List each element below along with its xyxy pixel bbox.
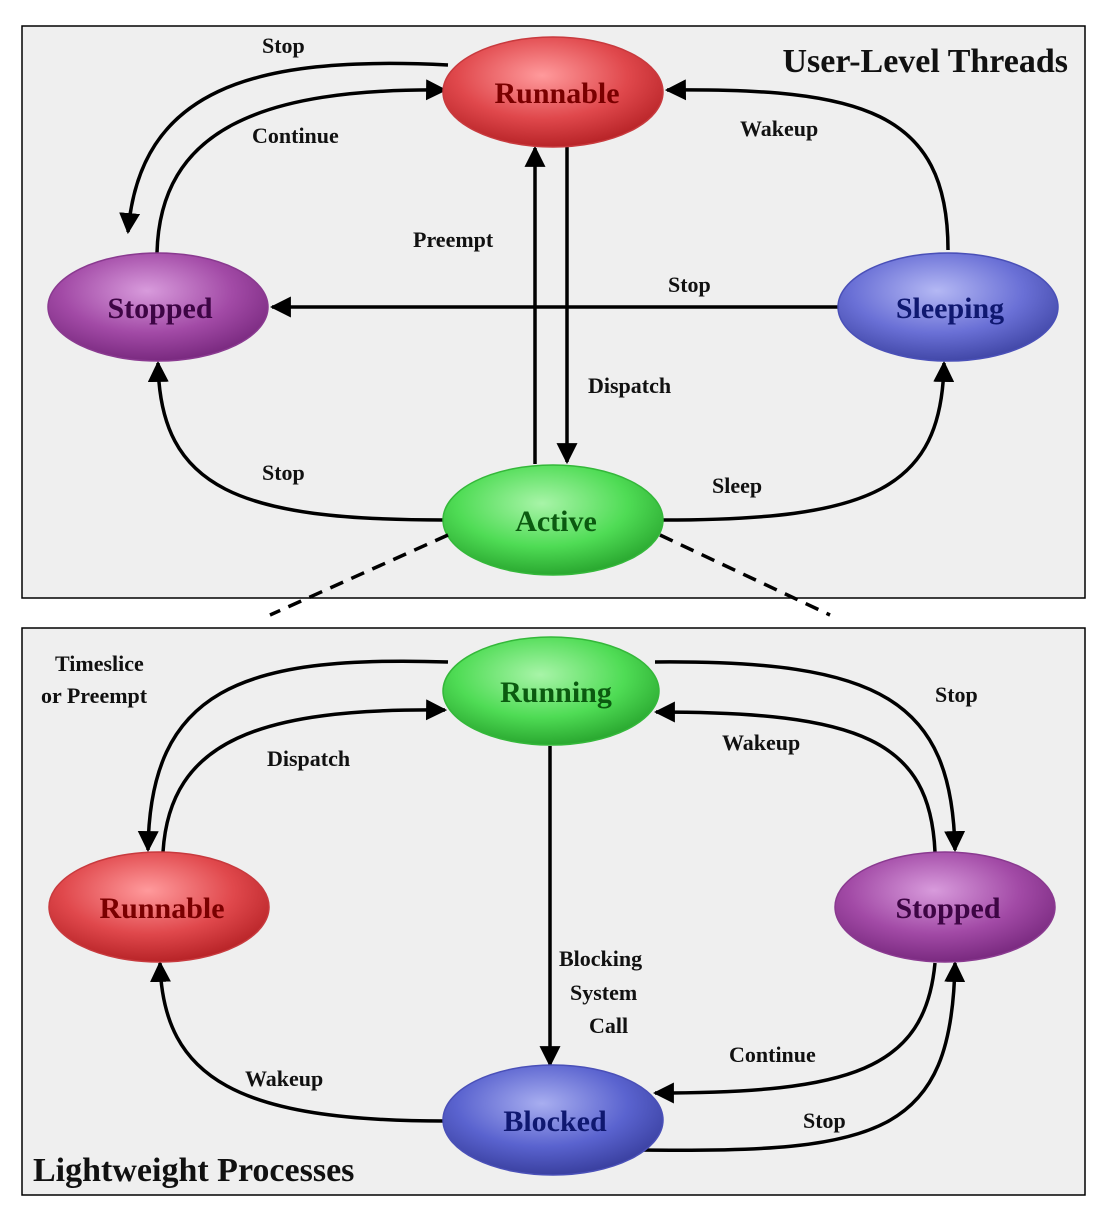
dashed-connector-right bbox=[659, 533, 831, 617]
label-sleep: Sleep bbox=[712, 473, 762, 498]
label-wakeup: Wakeup bbox=[740, 116, 818, 141]
label-stop-active-stopped: Stop bbox=[262, 460, 305, 485]
label-blocking-line2: System bbox=[570, 980, 637, 1005]
state-blocked: Blocked bbox=[442, 1064, 664, 1176]
label-dispatch: Dispatch bbox=[588, 373, 671, 398]
edge-blocked-to-runnable bbox=[150, 960, 446, 1123]
label-dispatch-bottom: Dispatch bbox=[267, 746, 350, 771]
edge-runnable-to-running bbox=[161, 699, 448, 853]
label-continue-bottom: Continue bbox=[729, 1042, 816, 1067]
state-runnable: Runnable bbox=[442, 36, 664, 148]
state-stopped-label: Stopped bbox=[107, 292, 212, 325]
state-stopped-lwp: Stopped bbox=[834, 851, 1056, 963]
label-wakeup-to-runnable: Wakeup bbox=[245, 1066, 323, 1091]
state-blocked-label: Blocked bbox=[503, 1105, 607, 1138]
state-sleeping: Sleeping bbox=[837, 252, 1059, 362]
lightweight-processes-panel: Lightweight Processes Timeslice or Preem… bbox=[21, 627, 1086, 1196]
edge-sleeping-to-runnable bbox=[664, 79, 950, 251]
label-stop-blocked-stopped: Stop bbox=[803, 1108, 846, 1133]
edge-active-to-stopped bbox=[147, 360, 446, 522]
state-runnable-label: Runnable bbox=[494, 77, 619, 110]
label-wakeup-to-running: Wakeup bbox=[722, 730, 800, 755]
label-blocking-line3: Call bbox=[589, 1013, 628, 1038]
state-stopped-lwp-label: Stopped bbox=[895, 892, 1000, 925]
edge-stopped-to-running bbox=[653, 701, 937, 853]
state-running: Running bbox=[442, 636, 660, 746]
user-level-threads-panel: User-Level Threads Stop Continue Wakeup … bbox=[21, 25, 1086, 599]
label-timeslice-line1: Timeslice bbox=[55, 651, 144, 676]
state-running-label: Running bbox=[500, 676, 612, 709]
edge-runnable-to-stopped bbox=[119, 61, 449, 235]
state-active-label: Active bbox=[515, 505, 597, 538]
label-stop-running-stopped: Stop bbox=[935, 682, 978, 707]
top-panel-title: User-Level Threads bbox=[782, 43, 1068, 80]
dashed-connector-left bbox=[269, 533, 449, 617]
state-active: Active bbox=[442, 464, 664, 576]
label-blocking-line1: Blocking bbox=[559, 946, 642, 971]
label-continue: Continue bbox=[252, 123, 339, 148]
state-runnable-lwp: Runnable bbox=[48, 851, 270, 963]
edge-running-to-runnable bbox=[137, 659, 449, 853]
label-stop-runnable-stopped: Stop bbox=[262, 33, 305, 58]
label-timeslice-line2: or Preempt bbox=[41, 683, 148, 708]
bottom-panel-title: Lightweight Processes bbox=[33, 1152, 354, 1189]
label-stop-sleeping-stopped: Stop bbox=[668, 272, 711, 297]
edge-stopped-to-runnable bbox=[155, 79, 448, 254]
state-sleeping-label: Sleeping bbox=[896, 292, 1004, 325]
edge-active-to-sleeping bbox=[662, 360, 955, 522]
state-stopped: Stopped bbox=[47, 252, 269, 362]
edge-running-to-stopped bbox=[654, 660, 966, 853]
edge-blocked-to-stopped bbox=[641, 960, 966, 1153]
label-preempt: Preempt bbox=[413, 227, 494, 252]
state-runnable-lwp-label: Runnable bbox=[99, 892, 224, 925]
edge-stopped-to-blocked bbox=[652, 962, 937, 1104]
